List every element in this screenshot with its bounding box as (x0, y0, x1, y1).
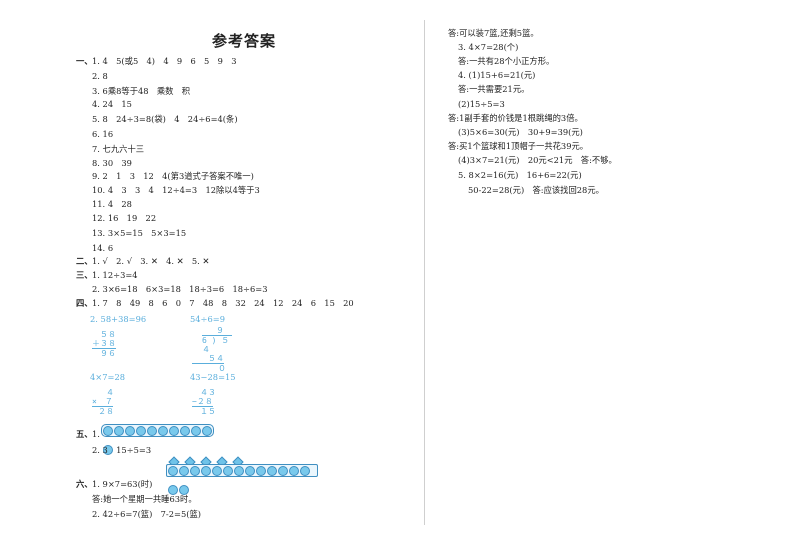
bead-icon (201, 466, 211, 476)
answer-line: 5. 8 24÷3=8(袋) 4 24÷6=4(条) (92, 114, 238, 124)
answer-line: 5. 8×2=16(元) 16+6=22(元) (458, 170, 582, 180)
bead-icon (125, 426, 135, 436)
vertical-calc-3-line: ４ (106, 388, 114, 397)
answer-line: 1. √ 2. √ 3. ✕ 4. ✕ 5. ✕ (92, 256, 210, 266)
bead-icon (223, 466, 233, 476)
vertical-calc-1-result: ９６ (100, 349, 116, 358)
bead-icon (103, 426, 113, 436)
answer-line: 50-22=28(元) 答:应该找回28元。 (468, 185, 604, 195)
answer-line: 答:买1个篮球和1顶帽子一共花39元。 (448, 141, 589, 151)
answer-line: 3. 4×7=28(个) (458, 42, 519, 52)
vertical-calc-3-line: × ７ (92, 397, 113, 407)
section-five-item-2: 2. 3 15÷5=3 (92, 445, 152, 455)
answer-line: 答:一共需要21元。 (458, 84, 530, 94)
calc-eq-1: 2. 58+38=96 (90, 314, 147, 324)
vertical-calc-1: ５８ ＋３８ ９６ (92, 330, 116, 358)
answer-line: 11. 4 28 (92, 199, 132, 209)
bead-icon (212, 466, 222, 476)
answer-line: (2)15÷5=3 (458, 99, 505, 109)
answer-line: 1. 4 5(或5 4) 4 9 6 5 9 3 (92, 56, 237, 66)
answer-line: 14. 6 (92, 243, 114, 253)
section-five-label: 五、 (76, 429, 93, 439)
vertical-calc-3: ４ × ７ ２８ (92, 388, 114, 416)
answer-line: (3)5×6=30(元) 30+9=39(元) (458, 127, 583, 137)
bead-icon (114, 426, 124, 436)
answer-line: 1. 12÷3=4 (92, 270, 138, 280)
bead-icon (158, 426, 168, 436)
calc-eq-3: 4×7=28 (90, 372, 126, 382)
page-title: 参考答案 (212, 32, 277, 50)
vertical-calc-3-result: ２８ (98, 407, 114, 416)
answer-line: 2. 8 (92, 71, 108, 81)
answer-line: 1. 9×7=63(时) (92, 479, 153, 489)
bead-icon (300, 466, 310, 476)
calc-eq-2: 54÷6=9 (190, 314, 226, 324)
bead-icon (278, 466, 288, 476)
section-label: 一、 (76, 56, 93, 66)
bead-icon (168, 485, 178, 495)
bead-icon (179, 466, 189, 476)
section-five-item-1: 1. (92, 429, 100, 439)
bead-icon (168, 466, 178, 476)
answer-line: (4)3×7=21(元) 20元<21元 答:不够。 (458, 155, 617, 165)
bead-icon (267, 466, 277, 476)
vertical-calc-2-line: 6 ) ５４ (202, 335, 232, 354)
bead-icon (256, 466, 266, 476)
vertical-calc-4-line: −２８ (192, 397, 213, 407)
column-divider (424, 20, 425, 525)
bead-row-2 (166, 464, 318, 495)
bead-icon (190, 466, 200, 476)
vertical-calc-2-result: ０ (218, 364, 226, 373)
vertical-calc-1-line: ＋３８ (92, 339, 116, 349)
answer-line: 6. 16 (92, 129, 114, 139)
bead-icon (147, 426, 157, 436)
bead-icon (180, 426, 190, 436)
vertical-calc-1-line: ５８ (100, 330, 116, 339)
calc-eq-4: 43−28=15 (190, 372, 236, 382)
answer-line: 2. 42÷6=7(篮) 7-2=5(篮) (92, 509, 202, 519)
answer-line: 12. 16 19 22 (92, 213, 157, 223)
vertical-calc-2: ９ 6 ) ５４ ５４ ０ (192, 326, 232, 373)
answer-line: 7. 七九六十三 (92, 144, 145, 154)
answer-line: 10. 4 3 3 4 12÷4=3 12除以4等于3 (92, 185, 260, 195)
answer-line: 8. 30 39 (92, 158, 132, 168)
vertical-calc-4-result: １５ (200, 407, 216, 416)
answer-line: 2. 3×6=18 6×3=18 18÷3=6 18÷6=3 (92, 284, 268, 294)
bead-icon (179, 485, 189, 495)
answer-line: 答:她一个星期一共睡63时。 (92, 494, 197, 504)
answer-line: 4. (1)15+6=21(元) (458, 70, 536, 80)
bead-icon (234, 466, 244, 476)
answer-line: 1. 7 8 49 8 6 0 7 48 8 32 24 12 24 6 15 … (92, 298, 354, 308)
answer-line: 3. 6乘8等于48 乘数 积 (92, 86, 191, 96)
section-label: 六、 (76, 479, 93, 489)
vertical-calc-2-line: ９ (216, 326, 224, 335)
bead-icon (103, 445, 113, 455)
section-label: 二、 (76, 256, 93, 266)
answer-line: 13. 3×5=15 5×3=15 (92, 228, 187, 238)
answer-line: 答:1副手套的价钱是1根跳绳的3倍。 (448, 113, 583, 123)
bead-icon (136, 426, 146, 436)
bead-icon (202, 426, 212, 436)
bead-icon (289, 466, 299, 476)
section-label: 三、 (76, 270, 93, 280)
bead-row-1 (101, 424, 214, 455)
answer-line: 9. 2 1 3 12 4(第3道式子答案不唯一) (92, 171, 254, 181)
bead-icon (245, 466, 255, 476)
bead-icon (191, 426, 201, 436)
vertical-calc-4-line: ４３ (200, 388, 216, 397)
vertical-calc-2-line: ５４ (192, 354, 224, 364)
answer-line: 答:一共有28个小正方形。 (458, 56, 555, 66)
answer-line: 4. 24 15 (92, 99, 132, 109)
answer-line: 答:可以装7篮,还剩5篮。 (448, 28, 539, 38)
bead-icon (169, 426, 179, 436)
vertical-calc-4: ４３ −２８ １５ (192, 388, 216, 416)
section-label: 四、 (76, 298, 93, 308)
